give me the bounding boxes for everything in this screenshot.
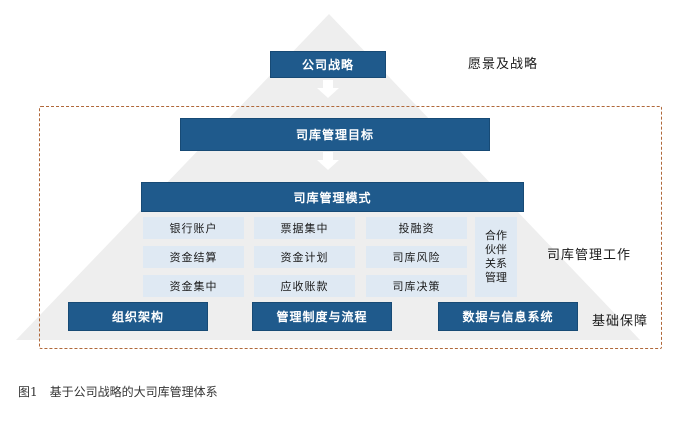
partner-relation-line: 关系 [485,257,507,270]
work-item: 银行账户 [143,217,244,239]
goal-box: 司库管理目标 [180,118,490,151]
work-item: 资金结算 [143,246,244,268]
figure-caption: 图1 基于公司战略的大司库管理体系 [18,385,218,399]
foundation-label: 基础保障 [592,314,649,329]
foundation-work-frame [39,106,662,349]
arrow-down-icon [317,152,339,170]
vision-strategy-label: 愿景及战略 [468,57,539,72]
work-item: 司库风险 [366,246,467,268]
partner-relation-box: 合作 伙伴 关系 管理 [475,217,517,297]
work-item: 司库决策 [366,275,467,297]
strategy-box: 公司战略 [270,51,386,78]
foundation-item: 数据与信息系统 [438,302,578,331]
work-item: 投融资 [366,217,467,239]
foundation-item: 组织架构 [68,302,208,331]
partner-relation-line: 管理 [485,271,507,284]
work-item: 应收账款 [254,275,355,297]
foundation-item: 管理制度与流程 [252,302,392,331]
work-item: 票据集中 [254,217,355,239]
arrow-down-icon [317,80,339,98]
partner-relation-line: 合作 [485,229,507,242]
partner-relation-line: 伙伴 [485,243,507,256]
treasury-work-label: 司库管理工作 [547,248,632,263]
mode-box: 司库管理模式 [141,182,524,212]
work-item: 资金计划 [254,246,355,268]
work-item: 资金集中 [143,275,244,297]
